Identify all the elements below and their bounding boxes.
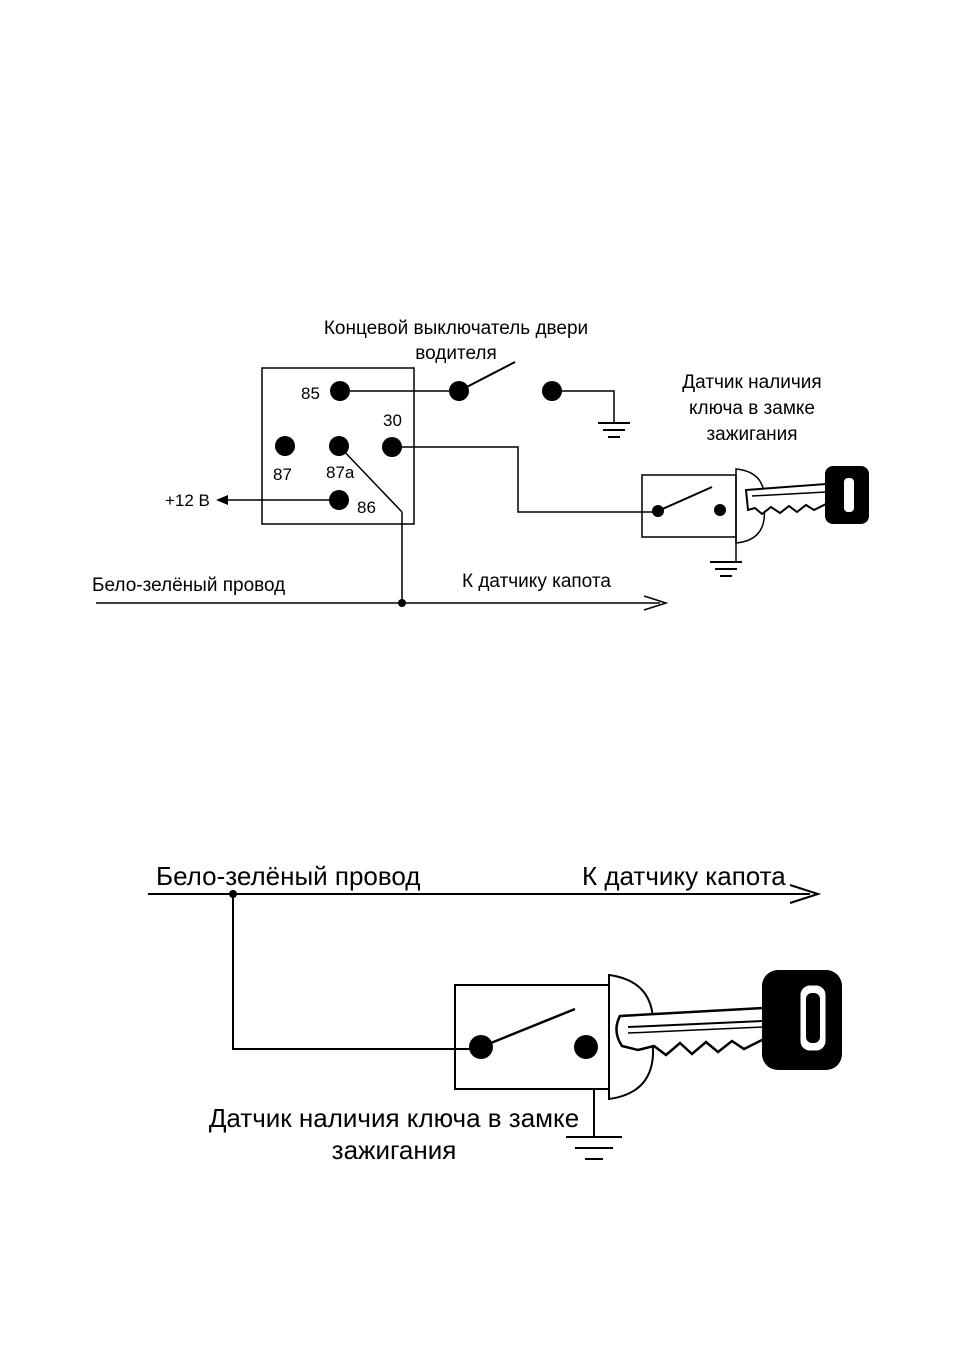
supply-arrowhead [216,495,228,505]
key-sensor-label-line3: зажигания [706,424,797,445]
wire-junction [398,599,406,607]
door-switch-ground-icon [598,423,630,437]
key-sensor-ground-icon [710,562,742,576]
key-sensor-label-line1: Датчик наличия [682,372,821,393]
pin-label-85: 85 [301,384,320,403]
hood-label-bottom: К датчику капота [582,861,786,891]
relay-pin-85 [330,381,350,401]
wire-to-key-sensor-bottom [233,894,481,1049]
door-switch-label-line2: водителя [415,343,497,364]
key-sensor-label-bottom-line1: Датчик наличия ключа в замке [209,1103,579,1133]
door-switch-ground-wire [552,391,614,423]
bottom-diagram: Бело-зелёный провод К датчику капота Дат… [148,861,842,1165]
wire-label-bottom: Бело-зелёный провод [156,861,420,891]
pin-label-86: 86 [357,498,376,517]
top-diagram: Концевой выключатель двери водителя Датч… [92,318,869,610]
key-icon-bottom [616,970,842,1070]
key-sensor-contact-right-bottom [574,1035,598,1059]
relay-pin-86 [329,490,349,510]
key-sensor-label-line2: ключа в замке [689,398,815,419]
key-sensor-label-bottom-line2: зажигания [332,1135,457,1165]
relay-pin-30 [382,437,402,457]
supply-label: +12 В [165,491,210,510]
door-switch-label-line1: Концевой выключатель двери [324,318,588,339]
key-sensor-lever-bottom [481,1009,575,1047]
pin-label-87a: 87a [326,463,355,482]
relay-pin-87 [275,436,295,456]
hood-label: К датчику капота [462,571,611,592]
key-sensor-contact-right [714,504,726,516]
key-sensor-lever [658,487,712,511]
wire-label: Бело-зелёный провод [92,575,285,596]
door-switch-lever [459,362,515,391]
wire-30-to-key-sensor [402,447,658,512]
pin-label-30: 30 [383,411,402,430]
pin-label-87: 87 [273,465,292,484]
key-sensor-ground-icon-bottom [566,1137,622,1159]
